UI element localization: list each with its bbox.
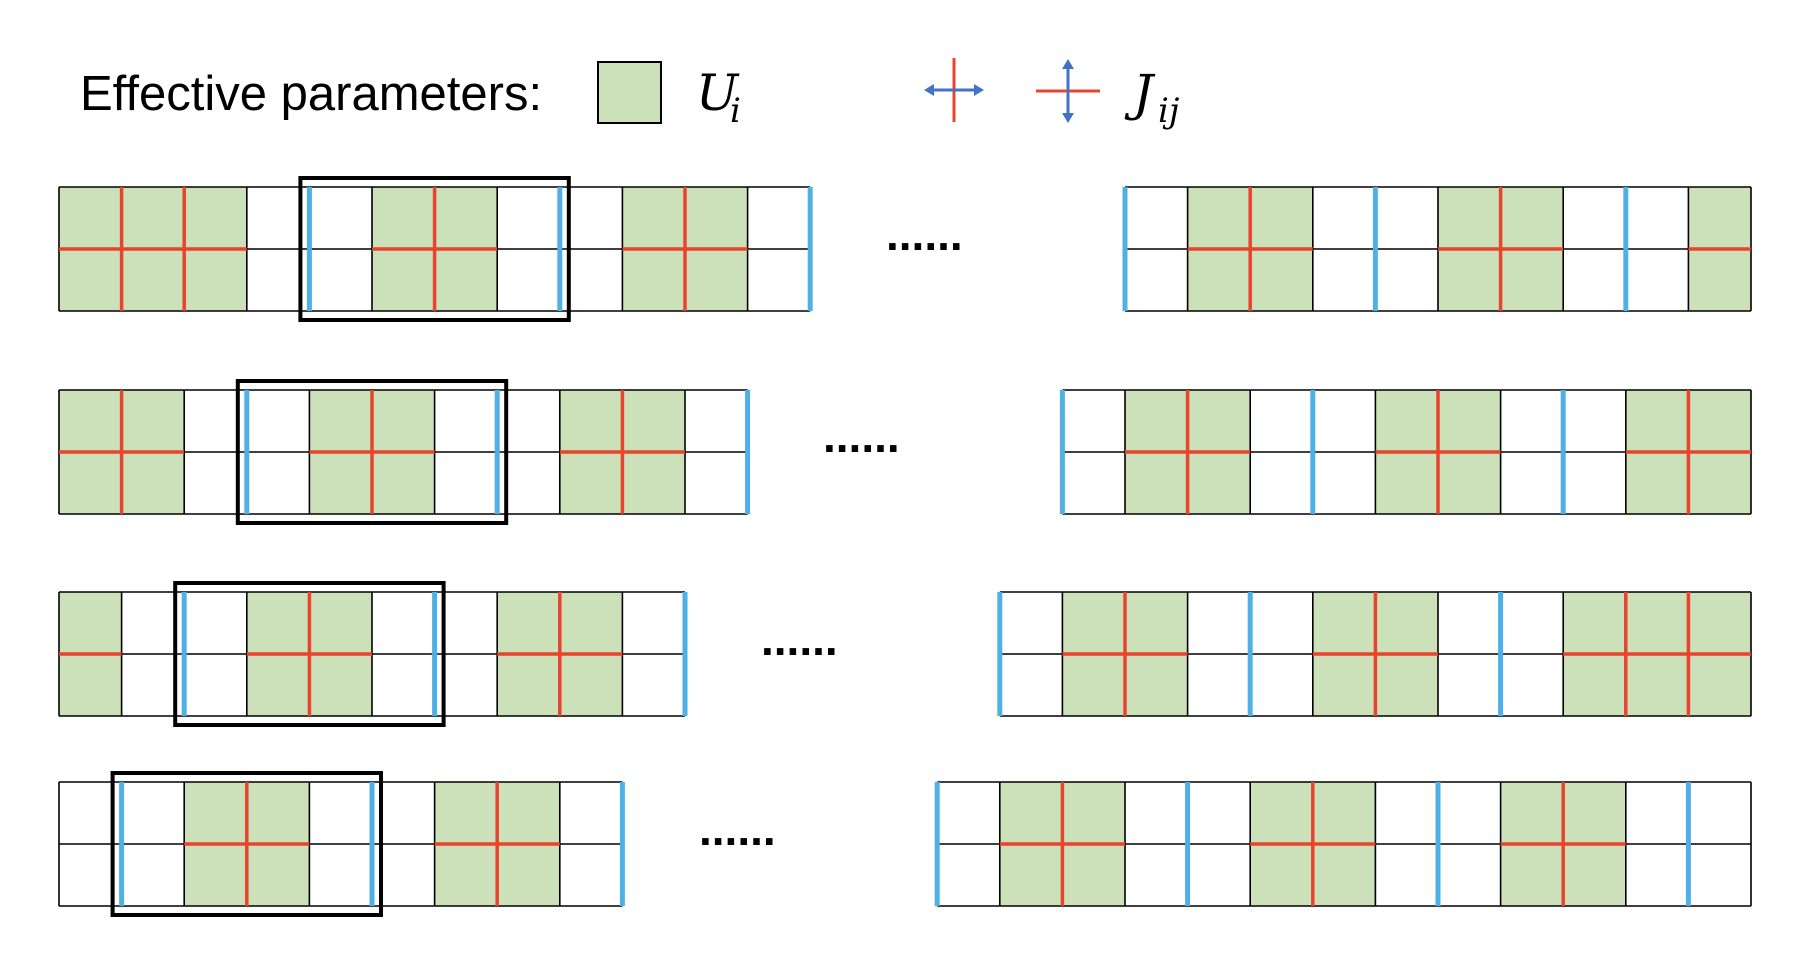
window-frame	[298, 176, 571, 322]
onsite-swatch-icon	[597, 61, 662, 124]
left-segment	[58, 771, 625, 917]
right-segment	[1059, 389, 1752, 515]
ellipsis-row-2: ......	[823, 410, 900, 462]
ellipsis-row-1: ......	[886, 208, 963, 260]
left-segment	[58, 176, 813, 322]
left-segment	[58, 379, 751, 525]
u-subscript: i	[730, 91, 741, 131]
left-segment	[58, 581, 688, 727]
legend-title: Effective parameters:	[80, 67, 542, 121]
row-2	[58, 379, 1752, 525]
ellipsis-row-3: ......	[761, 613, 838, 665]
window-frame	[173, 581, 446, 727]
ellipsis-row-4: ......	[699, 803, 776, 855]
lattice-rows	[58, 176, 1752, 917]
vertical-coupling-icon	[1036, 59, 1100, 123]
row-3	[58, 581, 1752, 727]
right-segment	[1122, 186, 1752, 312]
window-frame	[110, 771, 383, 917]
j-symbol: J	[1124, 64, 1156, 122]
legend: Effective parameters: U i J ij	[80, 58, 1180, 131]
window-frame	[235, 379, 509, 525]
row-4	[58, 771, 1752, 917]
j-subscript: ij	[1158, 91, 1180, 131]
right-segment	[934, 781, 1752, 907]
right-segment	[997, 591, 1752, 717]
row-1	[58, 176, 1752, 322]
u-symbol: U	[696, 64, 740, 122]
horizontal-coupling-icon	[924, 58, 984, 122]
